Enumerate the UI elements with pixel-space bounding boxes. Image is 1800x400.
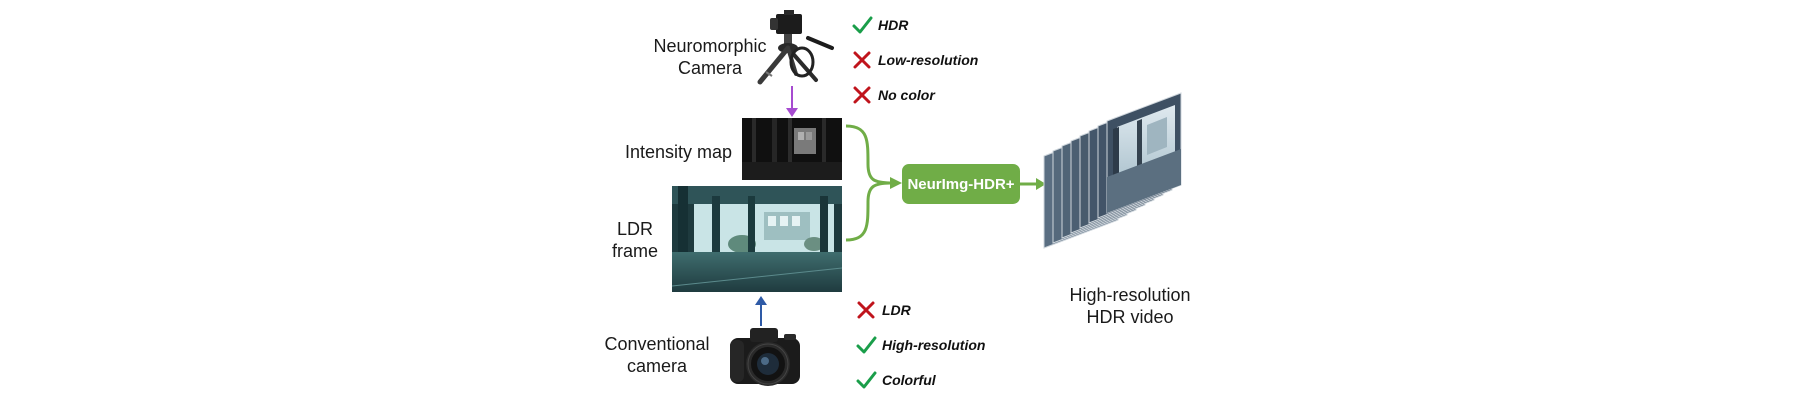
- ldr-label-line-1: LDR: [616, 219, 653, 239]
- attribute-colorful: Colorful: [856, 370, 936, 390]
- output-label-line-2: HDR video: [1086, 307, 1174, 327]
- attribute-ldr: LDR: [856, 300, 911, 320]
- attribute-low-resolution: Low-resolution: [852, 50, 978, 70]
- cross-icon: [853, 51, 871, 69]
- output-label-line-1: High-resolution: [1069, 285, 1191, 305]
- attribute-text: Colorful: [882, 372, 936, 388]
- ldr-frame-image: [671, 186, 843, 292]
- neuromorphic-camera-label: Neuromorphic Camera: [628, 35, 792, 79]
- neuromorphic-label-line-2: Camera: [677, 58, 743, 78]
- ldr-label-line-2: frame: [611, 241, 658, 261]
- arrow-down-purple: [786, 86, 798, 117]
- arrow-up-blue: [755, 296, 767, 326]
- conventional-camera-label: Conventional camera: [588, 333, 726, 377]
- attribute-hdr: HDR: [852, 15, 908, 35]
- hdr-video-frames: [1043, 92, 1182, 249]
- attribute-high-resolution: High-resolution: [856, 335, 985, 355]
- arrow-right-green: [1020, 178, 1046, 190]
- neuromorphic-label-line-1: Neuromorphic: [653, 36, 767, 56]
- merge-bracket-arrow: [845, 124, 902, 242]
- ldr-frame-label: LDR frame: [598, 218, 672, 262]
- intensity-map-image: [742, 118, 842, 180]
- check-icon: [856, 371, 877, 389]
- attribute-no-color: No color: [852, 85, 935, 105]
- check-icon: [852, 16, 873, 34]
- output-label: High-resolution HDR video: [1050, 284, 1210, 328]
- conventional-label-line-2: camera: [626, 356, 688, 376]
- attribute-text: Low-resolution: [878, 52, 979, 68]
- attribute-text: LDR: [882, 302, 911, 318]
- check-icon: [856, 336, 877, 354]
- attribute-text: No color: [878, 87, 935, 103]
- conventional-label-line-1: Conventional: [604, 334, 710, 354]
- intensity-map-label: Intensity map: [624, 142, 732, 162]
- neurimg-hdr-plus-node: NeurImg-HDR+: [902, 164, 1020, 204]
- neuromorphic-camera-icon: [757, 10, 834, 85]
- attribute-text: High-resolution: [882, 337, 986, 353]
- cross-icon: [853, 86, 871, 104]
- dslr-camera-icon: [730, 328, 800, 386]
- attribute-text: HDR: [878, 17, 909, 33]
- cross-icon: [857, 301, 875, 319]
